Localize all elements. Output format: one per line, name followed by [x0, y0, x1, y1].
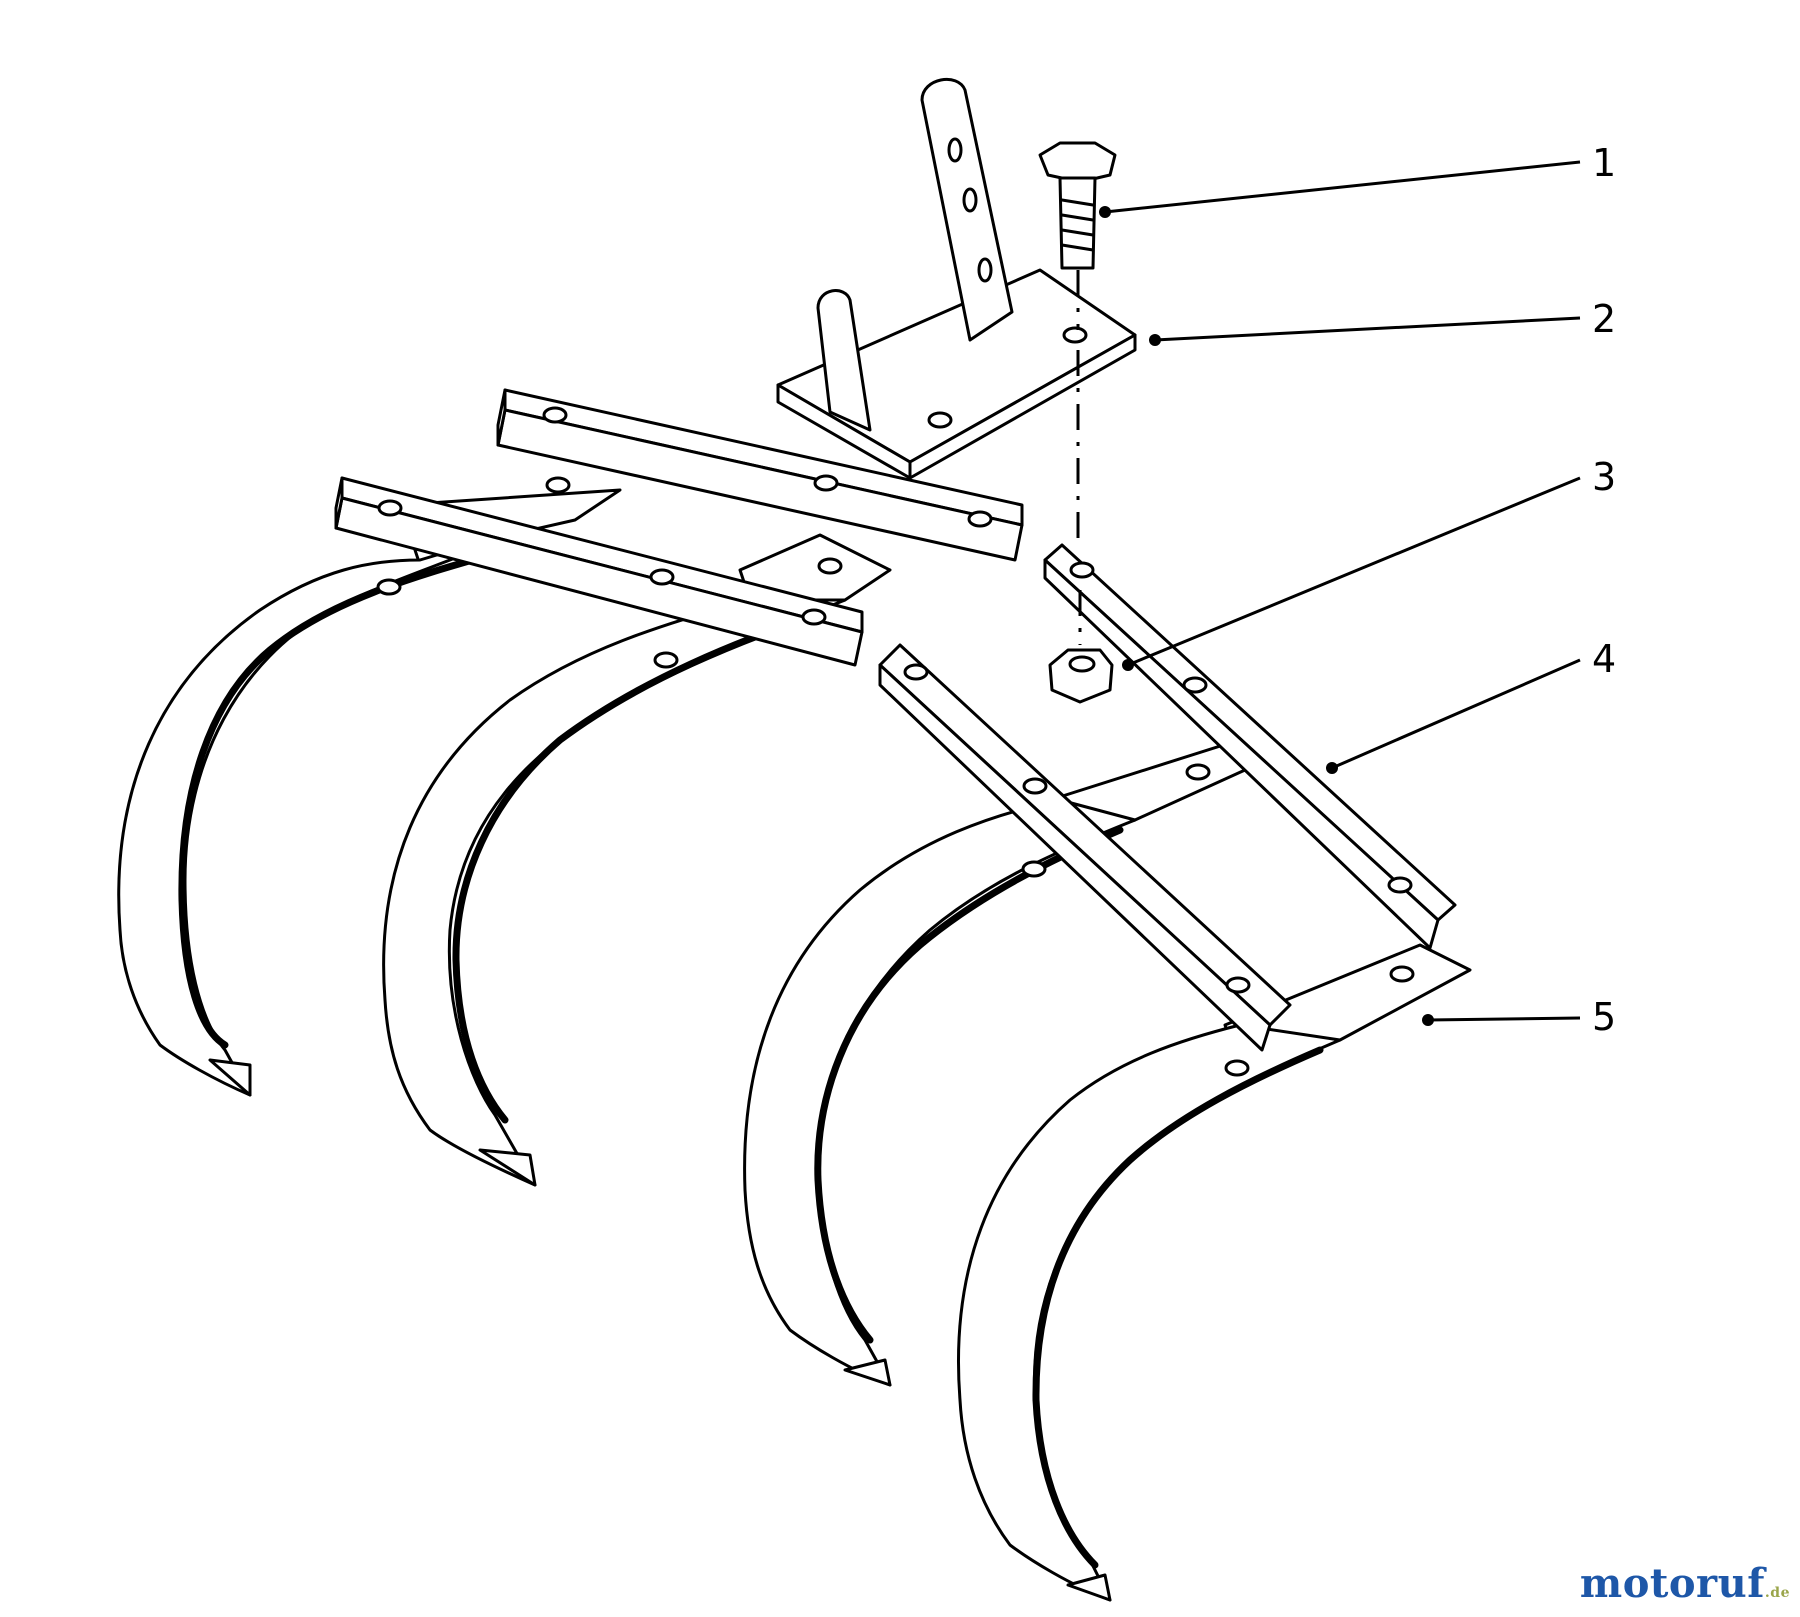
bar-hole — [377, 499, 403, 517]
bar-hole — [1069, 561, 1095, 579]
plate-hole — [927, 411, 953, 429]
tine-3-hole-b — [1021, 860, 1047, 878]
tine-1-hole-b — [376, 578, 402, 596]
watermark-logo: motoruf.de — [1580, 1560, 1790, 1607]
bar-hole — [1225, 976, 1251, 994]
tine-bar-front-left — [334, 476, 864, 667]
callout-3: 3 — [1592, 455, 1616, 499]
tine-bar-right-front — [878, 643, 1292, 1052]
bolt — [1038, 141, 1117, 270]
watermark-name: motoruf — [1579, 1560, 1765, 1607]
tine-bar-right-rear — [1043, 543, 1457, 950]
bar-hole — [1182, 676, 1208, 694]
upright-hole — [947, 137, 963, 163]
bar-hole — [813, 474, 839, 492]
callout-5: 5 — [1592, 995, 1616, 1039]
upright-hole — [977, 257, 993, 283]
spring-tine-3 — [743, 733, 1257, 1387]
bar-hole — [967, 510, 993, 528]
plate-hole — [1062, 326, 1088, 344]
bar-hole — [1387, 876, 1413, 894]
bar-hole — [542, 406, 568, 424]
nut-hole — [1068, 655, 1096, 673]
assembly-centerline — [1076, 270, 1082, 645]
upright-hole — [962, 187, 978, 213]
tine-2-hole-a — [817, 557, 843, 575]
mounting-bracket — [776, 78, 1137, 480]
bar-hole — [649, 568, 675, 586]
tine-4-hole-a — [1389, 965, 1415, 983]
callout-1: 1 — [1592, 141, 1616, 185]
spring-tine-4 — [956, 943, 1472, 1602]
tine-4-hole-b — [1224, 1059, 1250, 1077]
tine-bar-rear-left — [496, 388, 1024, 562]
nut — [1048, 648, 1114, 704]
watermark-tld: .de — [1764, 1585, 1790, 1601]
bar-hole — [903, 663, 929, 681]
callout-2: 2 — [1592, 297, 1616, 341]
callout-leaders — [1099, 160, 1581, 1026]
bar-hole — [801, 608, 827, 626]
tine-3-hole-a — [1185, 763, 1211, 781]
bar-hole — [1022, 777, 1048, 795]
tine-2-hole-b — [653, 651, 679, 669]
callout-4: 4 — [1592, 637, 1616, 681]
spring-tine-2 — [382, 533, 892, 1187]
tine-1-hole-a — [545, 476, 571, 494]
